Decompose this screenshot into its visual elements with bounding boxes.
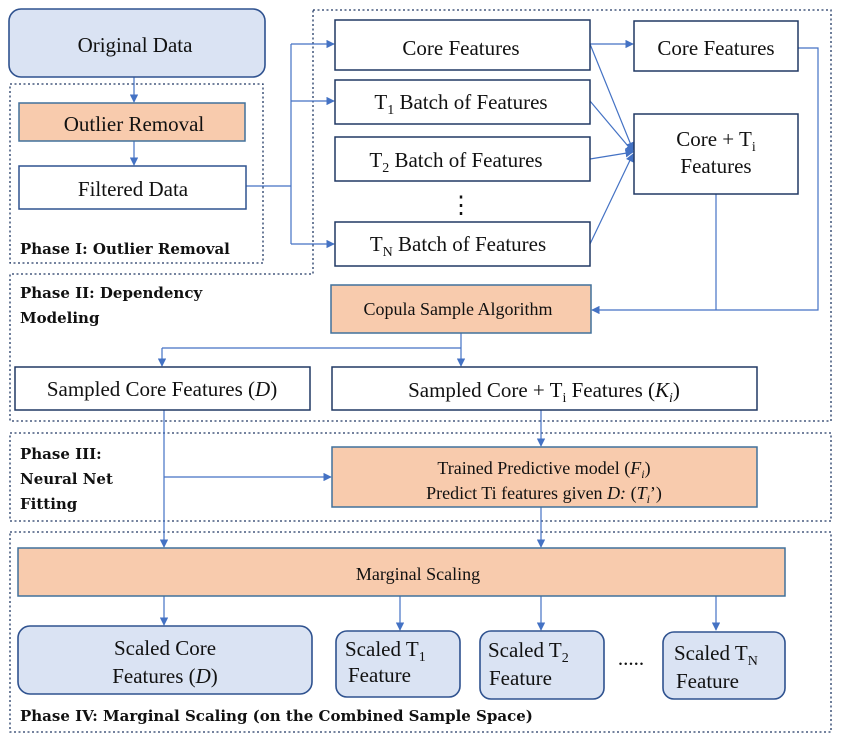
trained-model-line2: Predict Ti features given D: (Ti’) (426, 483, 662, 506)
scaled-t1-line1: Scaled T1 (345, 637, 426, 665)
phase3-container (9, 432, 832, 522)
phase3-label-line1: Phase III: (20, 445, 102, 463)
filtered-data-box: Filtered Data (18, 165, 247, 210)
scaled-t2-line2: Feature (489, 666, 552, 690)
tn-batch-box: TN Batch of Features (334, 221, 591, 267)
outlier-removal-label: Outlier Removal (64, 112, 205, 136)
more-items-dots: ..... (618, 646, 644, 670)
phase2-label-line1: Phase II: Dependency (20, 284, 203, 302)
scaled-core-box: Scaled Core Features (D) (17, 625, 313, 695)
t1-batch-label: T1 Batch of Features (374, 90, 547, 118)
scaled-t1-box: Scaled T1 Feature (335, 630, 461, 698)
scaled-core-line2: Features (D) (112, 664, 218, 688)
scaled-core-line1: Scaled Core (114, 636, 216, 660)
sampled-core-label: Sampled Core Features (D) (47, 377, 277, 401)
trained-model-line1: Trained Predictive model (Fi) (437, 458, 650, 481)
scaled-t2-box: Scaled T2 Feature (479, 630, 605, 700)
scaled-t1-line2: Feature (348, 663, 411, 687)
phase4-container (9, 531, 832, 733)
original-data-label: Original Data (78, 33, 194, 57)
marginal-scaling-box: Marginal Scaling (17, 547, 786, 597)
original-data-box: Original Data (8, 8, 266, 78)
trained-model-box: Trained Predictive model (Fi) Predict Ti… (331, 446, 758, 508)
sampled-core-box: Sampled Core Features (D) (14, 366, 311, 411)
phase2-label-line2: Modeling (20, 309, 100, 327)
phase1-container (9, 83, 264, 264)
connectors (129, 39, 819, 631)
core-plus-ti-box: Core + Ti Features (633, 113, 799, 195)
t2-batch-label: T2 Batch of Features (369, 148, 542, 176)
filtered-data-label: Filtered Data (78, 177, 189, 201)
phase3-label-line3: Fitting (20, 495, 78, 513)
phase3-label-line2: Neural Net (20, 470, 113, 488)
tn-batch-label: TN Batch of Features (370, 232, 546, 260)
scaled-tn-line1: Scaled TN (674, 641, 758, 669)
core-plus-ti-line2: Features (680, 154, 751, 178)
copula-box: Copula Sample Algorithm (330, 284, 592, 334)
t2-batch-box: T2 Batch of Features (334, 136, 591, 182)
scaled-t2-line1: Scaled T2 (488, 638, 569, 666)
vertical-ellipsis-icon: ⋮ (449, 193, 473, 219)
marginal-scaling-label: Marginal Scaling (356, 564, 480, 584)
core-plus-ti-line1: Core + Ti (676, 127, 756, 155)
core-features-box: Core Features (334, 19, 591, 71)
core-features-right-box: Core Features (633, 20, 799, 72)
sampled-core-ti-box: Sampled Core + Ti Features (Ki) (331, 366, 758, 411)
scaled-tn-line2: Feature (676, 669, 739, 693)
t1-batch-box: T1 Batch of Features (334, 79, 591, 125)
outlier-removal-box: Outlier Removal (18, 102, 246, 142)
phase4-label: Phase IV: Marginal Scaling (on the Combi… (20, 707, 533, 725)
scaled-tn-box: Scaled TN Feature (662, 631, 786, 700)
sampled-core-ti-label: Sampled Core + Ti Features (Ki) (408, 378, 680, 406)
core-features-label: Core Features (402, 36, 519, 60)
copula-label: Copula Sample Algorithm (364, 299, 553, 319)
phase1-label: Phase I: Outlier Removal (20, 240, 230, 258)
phase2-container (9, 9, 832, 422)
core-features-right-label: Core Features (657, 36, 774, 60)
